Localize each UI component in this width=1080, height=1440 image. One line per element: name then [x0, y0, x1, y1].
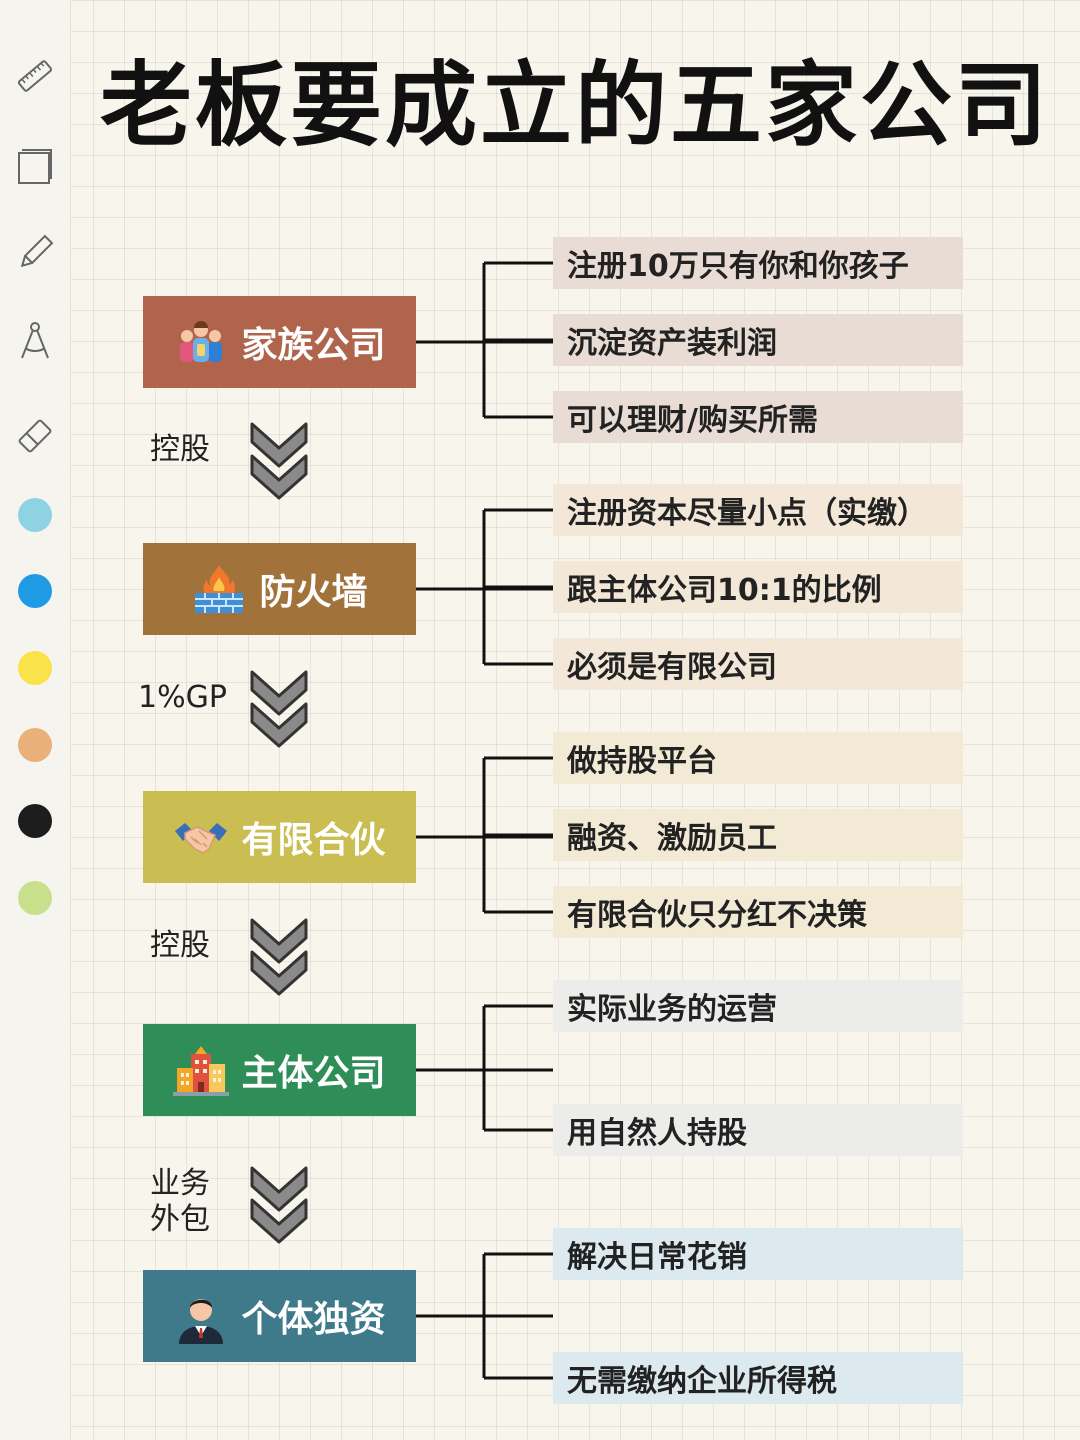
note-item: 解决日常花销	[553, 1228, 963, 1280]
relation-label: 控股	[150, 432, 210, 467]
note-item: 注册10万只有你和你孩子	[553, 237, 963, 289]
square-icon[interactable]	[14, 145, 56, 187]
note-item: 做持股平台	[553, 732, 963, 784]
businessman-icon	[173, 1288, 229, 1344]
color-swatch[interactable]	[18, 651, 52, 685]
note-item: 沉淀资产装利润	[553, 314, 963, 366]
color-swatch[interactable]	[18, 498, 52, 532]
building-icon	[173, 1042, 230, 1098]
note-item: 可以理财/购买所需	[553, 391, 963, 443]
relation-label: 业务 外包	[150, 1166, 210, 1237]
note-item: 融资、激励员工	[553, 809, 963, 861]
company-name: 家族公司	[241, 325, 386, 366]
page-title: 老板要成立的五家公司	[100, 52, 1051, 159]
family-icon	[173, 314, 229, 370]
relation-label: 控股	[150, 928, 210, 963]
company-name: 个体独资	[241, 1299, 386, 1340]
company-name: 主体公司	[241, 1053, 386, 1094]
color-swatch[interactable]	[18, 574, 52, 608]
company-box-firewall: 防火墙	[143, 543, 416, 635]
note-item: 实际业务的运营	[553, 980, 963, 1032]
note-item: 用自然人持股	[553, 1104, 963, 1156]
company-box-main: 主体公司	[143, 1024, 416, 1116]
note-item: 注册资本尽量小点（实缴）	[553, 484, 963, 536]
ruler-icon[interactable]	[14, 55, 56, 97]
compass-icon[interactable]	[14, 318, 56, 360]
down-chevron-icon	[250, 1164, 308, 1248]
down-chevron-icon	[250, 916, 308, 1000]
note-item: 跟主体公司10:1的比例	[553, 561, 963, 613]
company-name: 有限合伙	[241, 820, 386, 861]
firewall-icon	[191, 561, 247, 617]
note-item: 有限合伙只分红不决策	[553, 886, 963, 938]
company-box-family: 家族公司	[143, 296, 416, 388]
down-chevron-icon	[250, 420, 308, 504]
color-swatch[interactable]	[18, 881, 52, 915]
note-item: 无需缴纳企业所得税	[553, 1352, 963, 1404]
color-swatch[interactable]	[18, 804, 52, 838]
handshake-icon	[173, 809, 229, 865]
company-box-sole: 个体独资	[143, 1270, 416, 1362]
eraser-icon[interactable]	[14, 415, 56, 457]
relation-label: 1%GP	[138, 680, 227, 715]
company-name: 防火墙	[259, 572, 368, 613]
down-chevron-icon	[250, 668, 308, 752]
sidebar	[0, 0, 71, 1440]
pencil-icon[interactable]	[14, 232, 56, 274]
color-swatch[interactable]	[18, 728, 52, 762]
note-item: 必须是有限公司	[553, 638, 963, 690]
company-box-partnership: 有限合伙	[143, 791, 416, 883]
